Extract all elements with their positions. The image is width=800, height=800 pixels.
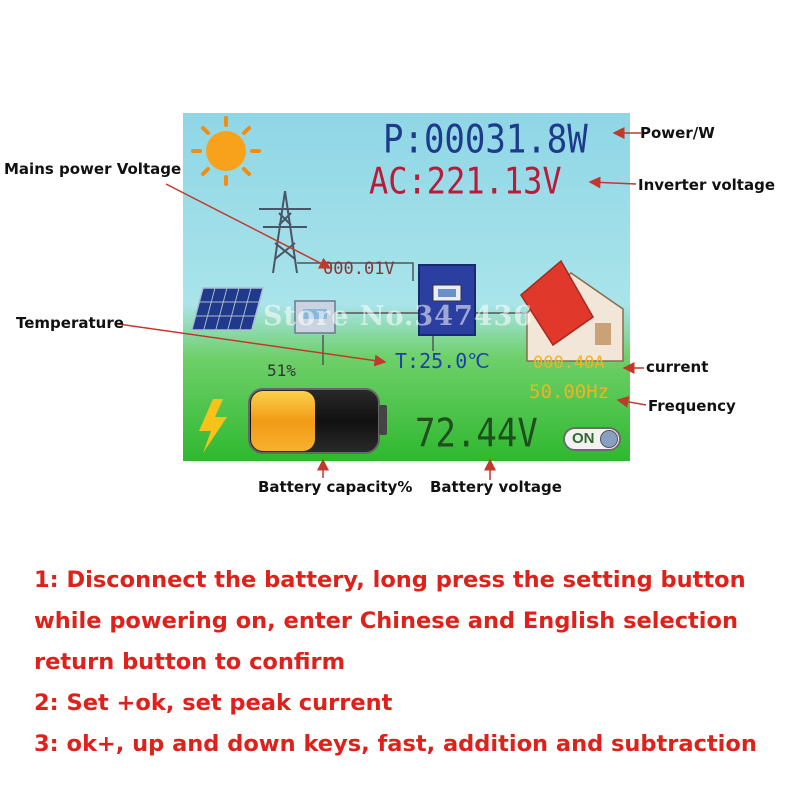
instructions-block: 1: Disconnect the battery, long press th… bbox=[34, 560, 784, 765]
switch-knob bbox=[600, 430, 618, 448]
power-tower-icon bbox=[259, 190, 311, 274]
label-inverter-voltage: Inverter voltage bbox=[638, 176, 775, 194]
temperature-readout: T:25.0℃ bbox=[395, 349, 490, 373]
battery-icon bbox=[248, 388, 387, 454]
solar-panel-icon bbox=[190, 287, 264, 331]
label-battery-capacity: Battery capacity% bbox=[258, 478, 413, 496]
controller-icon bbox=[294, 300, 336, 334]
instruction-line: 3: ok+, up and down keys, fast, addition… bbox=[34, 731, 757, 757]
store-watermark: Store No.347436 bbox=[263, 301, 534, 332]
lightning-icon bbox=[199, 399, 227, 453]
label-power: Power/W bbox=[640, 124, 715, 142]
label-temperature: Temperature bbox=[16, 314, 124, 332]
instruction-line: return button to confirm bbox=[34, 649, 346, 675]
battery-percent-readout: 51% bbox=[267, 361, 296, 380]
frequency-readout: 50.00Hz bbox=[529, 381, 610, 403]
lcd-display: Store No.347436 P:00031.8W AC:221.13V 00… bbox=[183, 113, 630, 461]
house-icon bbox=[520, 259, 624, 362]
label-current: current bbox=[646, 358, 709, 376]
instruction-line: while powering on, enter Chinese and Eng… bbox=[34, 608, 738, 634]
inverter-icon bbox=[418, 264, 476, 336]
instruction-line: 2: Set +ok, set peak current bbox=[34, 690, 393, 716]
on-switch[interactable]: ON bbox=[563, 427, 621, 451]
on-switch-label: ON bbox=[572, 430, 595, 447]
ac-voltage-readout: AC:221.13V bbox=[369, 159, 562, 203]
power-readout: P:00031.8W bbox=[383, 117, 588, 163]
label-battery-voltage: Battery voltage bbox=[430, 478, 562, 496]
label-mains-voltage: Mains power Voltage bbox=[4, 160, 182, 178]
label-frequency: Frequency bbox=[648, 397, 736, 415]
grid-voltage-readout: 000.01V bbox=[323, 259, 395, 279]
lcd-graphics bbox=[190, 116, 624, 454]
instruction-line: 1: Disconnect the battery, long press th… bbox=[34, 567, 746, 593]
sun-icon bbox=[191, 116, 261, 186]
current-readout: 000.40A bbox=[533, 353, 605, 373]
battery-voltage-readout: 72.44V bbox=[415, 411, 538, 457]
